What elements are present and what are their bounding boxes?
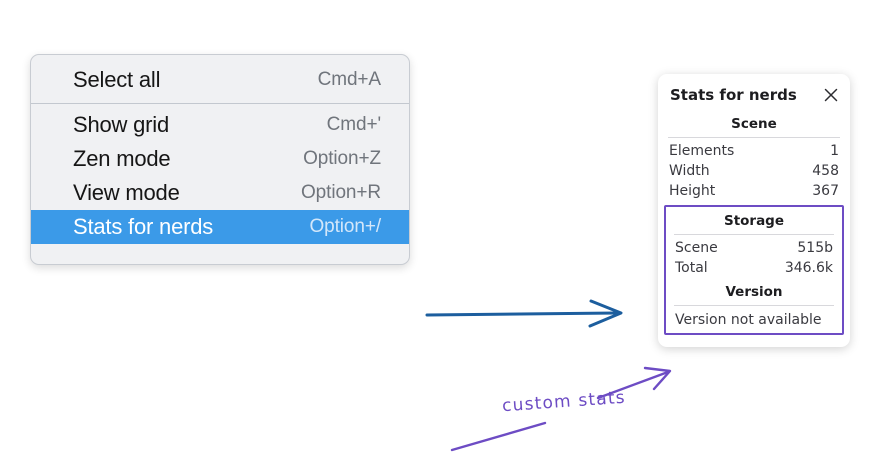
menu-item-label: Zen mode (73, 146, 171, 171)
stat-key: Elements (669, 143, 735, 159)
menu-item-zen-mode[interactable]: Zen mode Option+Z (31, 142, 409, 176)
stat-row-storage-scene: Scene 515b (674, 238, 834, 258)
annotation-label-custom-stats: custom stats (501, 387, 627, 417)
menu-item-view-mode[interactable]: View mode Option+R (31, 176, 409, 210)
context-menu[interactable]: Select all Cmd+A Show grid Cmd+' Zen mod… (30, 54, 410, 265)
stat-key: Total (675, 260, 708, 276)
menu-item-label: Show grid (73, 112, 170, 137)
menu-item-shortcut: Option+/ (309, 216, 381, 237)
section-divider (668, 137, 840, 138)
stat-value: 346.6k (784, 260, 833, 276)
stat-row-elements: Elements 1 (668, 141, 840, 161)
menu-group-1: Select all Cmd+A (31, 61, 409, 103)
section-storage: Storage Scene 515b Total 346.6k (670, 207, 838, 278)
stat-row-height: Height 367 (668, 181, 840, 201)
section-version: Version Version not available (670, 278, 838, 329)
menu-item-shortcut: Cmd+A (317, 69, 381, 90)
menu-item-stats-for-nerds[interactable]: Stats for nerds Option+/ (31, 210, 409, 244)
stat-row-storage-total: Total 346.6k (674, 258, 834, 278)
menu-group-2: Show grid Cmd+' Zen mode Option+Z View m… (31, 104, 409, 248)
panel-title: Stats for nerds (670, 86, 797, 104)
stat-value: 367 (812, 183, 839, 199)
menu-item-shortcut: Option+Z (303, 148, 381, 169)
panel-header: Stats for nerds (658, 84, 850, 110)
version-text: Version not available (675, 312, 822, 328)
menu-item-label: View mode (73, 180, 180, 205)
stat-key: Height (669, 183, 716, 199)
menu-item-select-all[interactable]: Select all Cmd+A (31, 63, 409, 97)
menu-item-shortcut: Option+R (301, 182, 381, 203)
menu-bottom-padding (31, 248, 409, 264)
menu-item-label: Select all (73, 67, 161, 92)
blue-arrow-icon (425, 299, 623, 328)
stat-value: 458 (812, 163, 839, 179)
stat-value: 1 (830, 143, 839, 159)
section-scene: Scene Elements 1 Width 458 Height 367 (658, 110, 850, 201)
stats-for-nerds-panel: Stats for nerds Scene Elements 1 Width 4… (658, 74, 850, 347)
stat-row-width: Width 458 (668, 161, 840, 181)
section-divider (674, 234, 834, 235)
section-title-storage: Storage (723, 213, 785, 229)
close-icon[interactable] (822, 86, 840, 104)
purple-underline-stroke (450, 421, 547, 452)
custom-stats-highlight-box: Storage Scene 515b Total 346.6k Version … (664, 205, 844, 335)
stat-value: 515b (797, 240, 833, 256)
stat-key: Scene (675, 240, 718, 256)
menu-item-label: Stats for nerds (73, 214, 214, 239)
section-title-version: Version (725, 284, 783, 300)
section-title-scene: Scene (731, 116, 777, 132)
stat-key: Width (669, 163, 710, 179)
menu-item-show-grid[interactable]: Show grid Cmd+' (31, 108, 409, 142)
section-divider (674, 305, 834, 306)
menu-separator (31, 103, 409, 104)
menu-item-shortcut: Cmd+' (326, 114, 381, 135)
